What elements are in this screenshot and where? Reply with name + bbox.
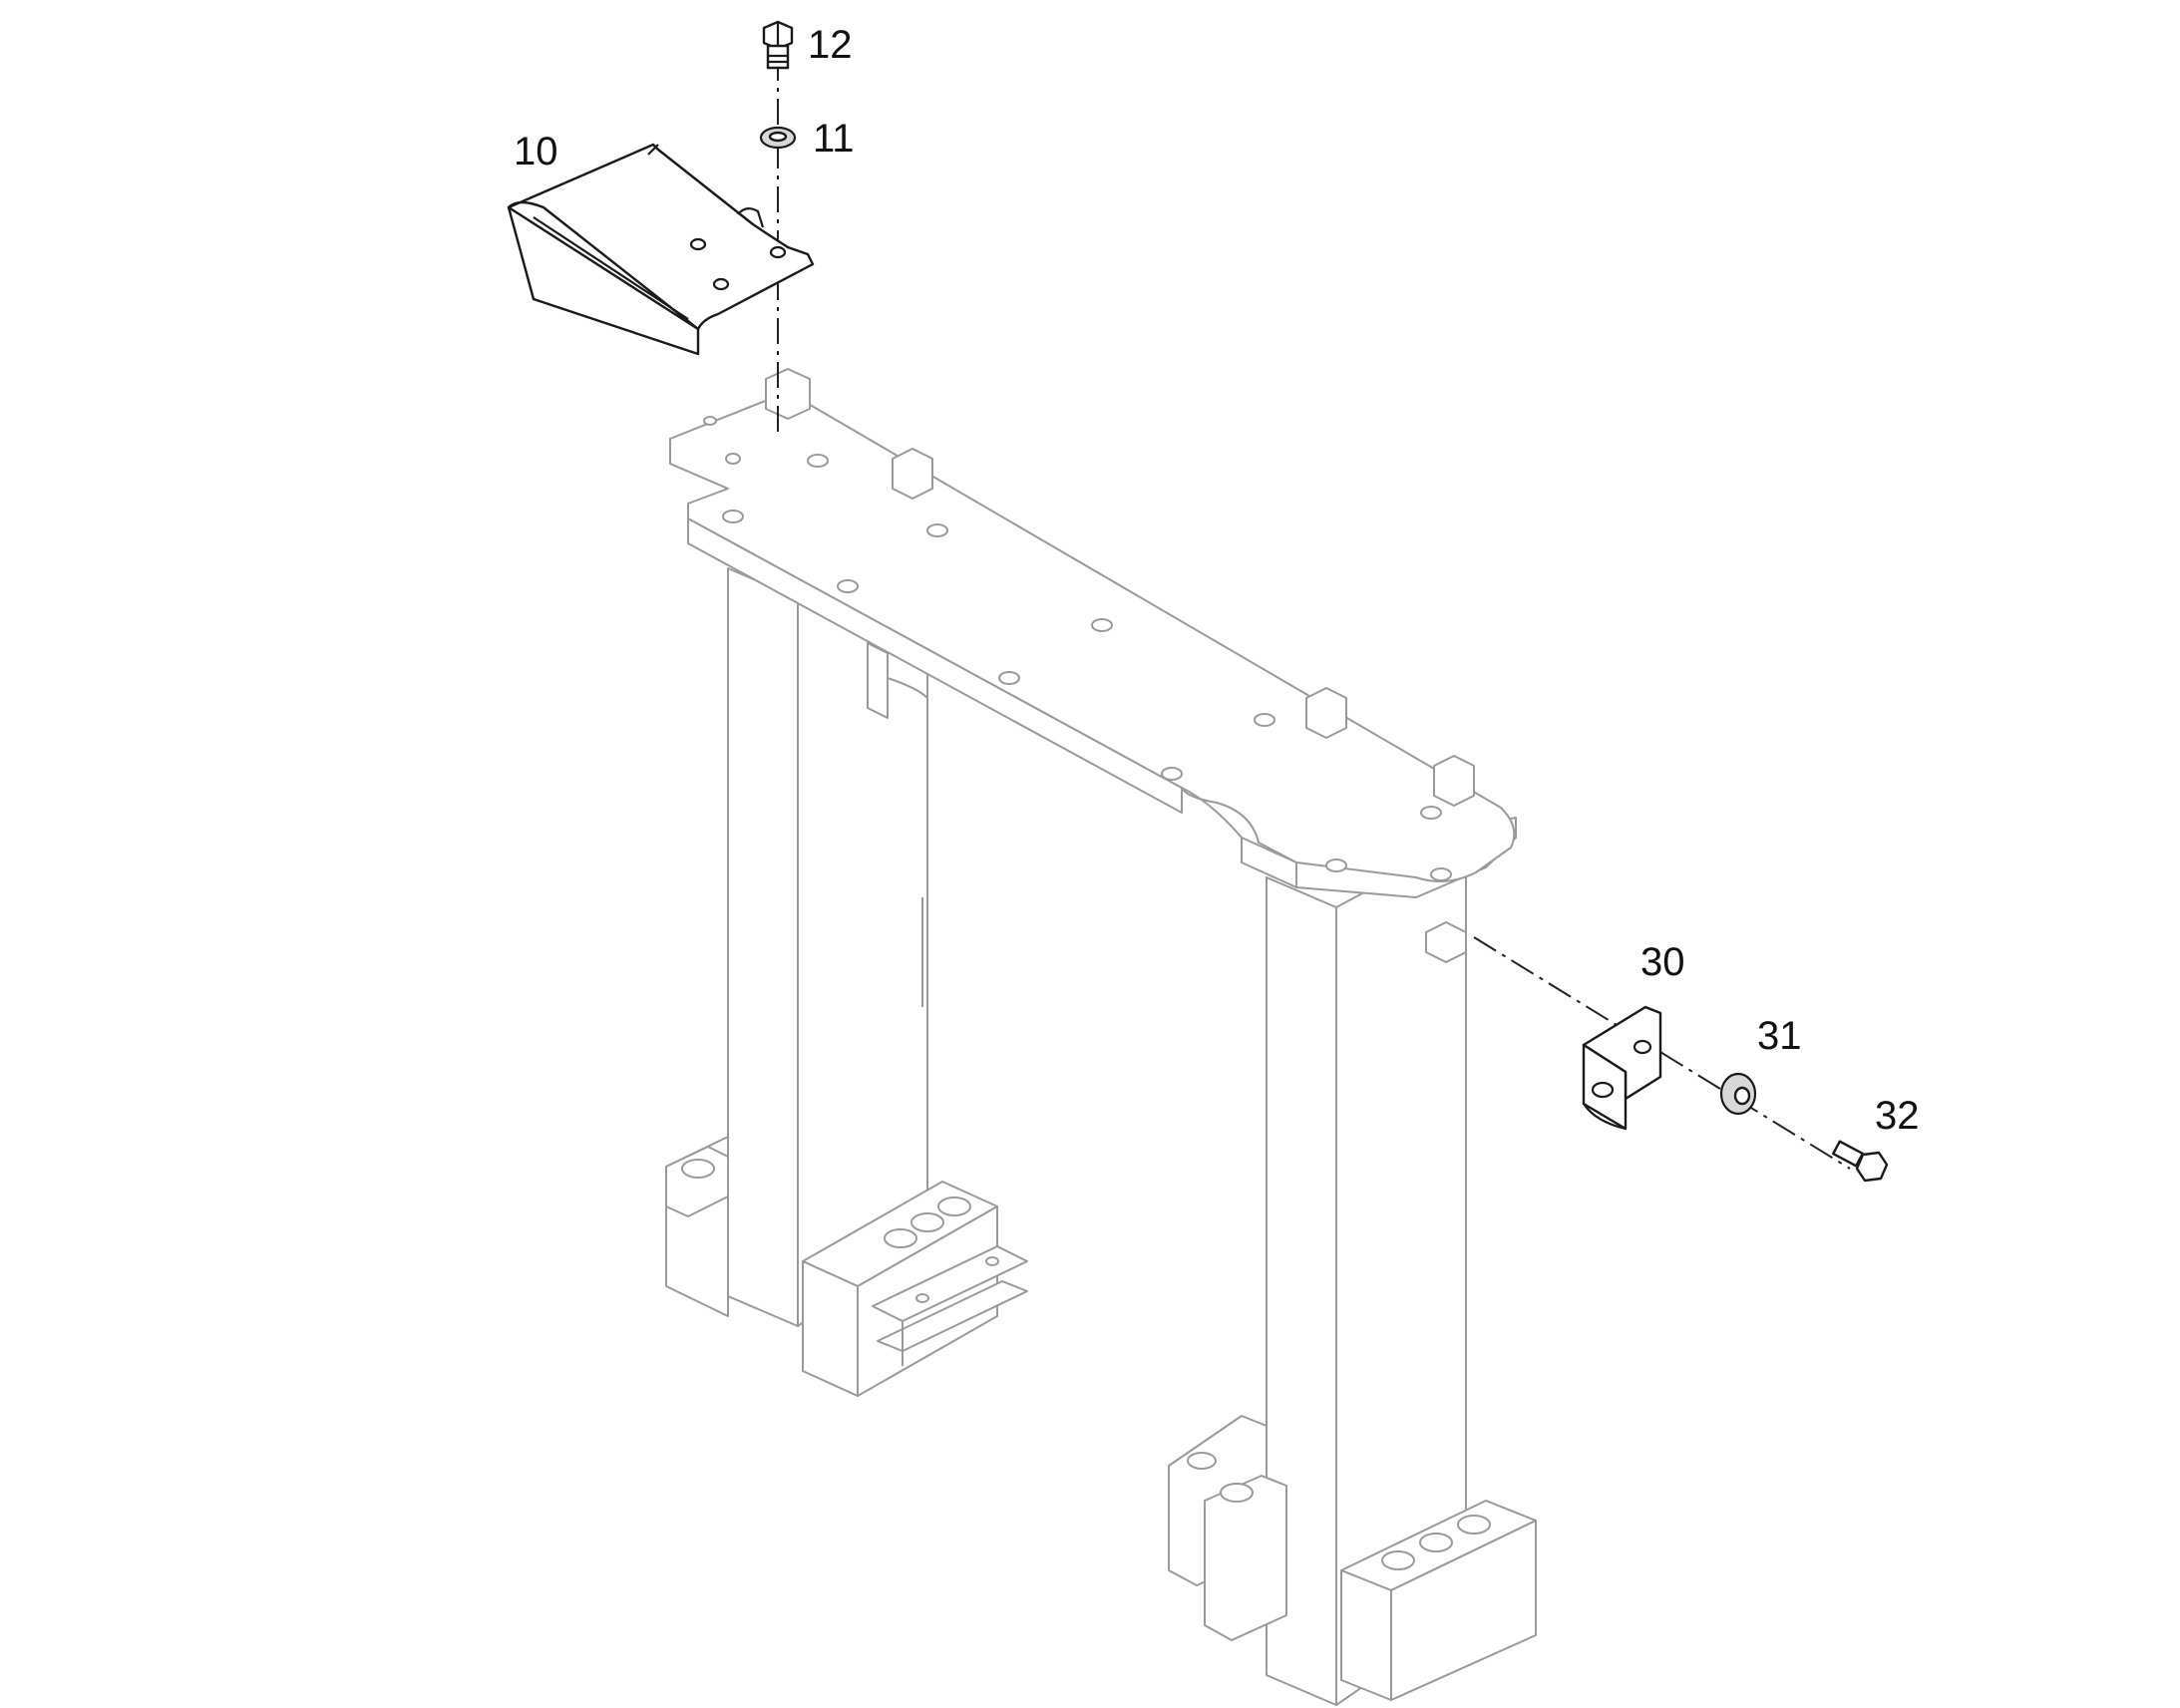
bolt-center-line-right xyxy=(1473,936,1851,1170)
callout-31: 31 xyxy=(1757,1014,1802,1058)
part-32-bolt xyxy=(1832,1140,1889,1183)
part-12-bolt xyxy=(762,20,794,70)
part-10-cover-bracket xyxy=(507,143,815,356)
part-30-angle-bracket xyxy=(1582,1005,1662,1131)
callout-11: 11 xyxy=(813,117,855,161)
callout-10: 10 xyxy=(514,130,558,173)
part-11-washer xyxy=(759,126,797,150)
left-column xyxy=(665,567,1028,1397)
frame-assembly xyxy=(665,368,1537,1706)
top-beam xyxy=(669,368,1517,898)
callout-12: 12 xyxy=(808,23,853,67)
right-column xyxy=(1168,837,1537,1706)
callout-32: 32 xyxy=(1875,1094,1920,1138)
part-31-washer xyxy=(1719,1072,1757,1116)
callout-30: 30 xyxy=(1640,940,1685,984)
